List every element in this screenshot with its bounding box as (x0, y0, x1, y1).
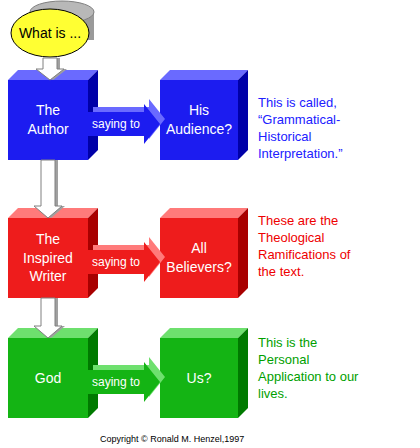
block-arrow-down (34, 160, 62, 218)
process-box: All Believers? (160, 218, 238, 298)
box-side-face (238, 328, 248, 418)
ellipse-shape (11, 9, 89, 57)
connector-group (88, 237, 165, 282)
box-top-face (160, 70, 248, 80)
box-side-face (238, 208, 248, 298)
process-box: Us? (160, 338, 238, 418)
start-ellipse: What is ... (10, 8, 90, 58)
box-top-face (160, 328, 248, 338)
process-box: The Author (8, 80, 88, 160)
node-label: The Author (8, 80, 88, 160)
side-note: This is called, “Grammatical-Historical … (258, 94, 362, 162)
connector-group (34, 160, 65, 218)
node-label: The Inspired Writer (8, 218, 88, 298)
process-box: God (8, 338, 88, 418)
block-arrow (88, 104, 160, 144)
box-top-face (160, 208, 248, 218)
side-note: This is the Personal Application to our … (258, 334, 362, 402)
connector-group (88, 357, 165, 402)
block-arrow (88, 362, 160, 402)
arrow-label: saying to (92, 375, 140, 389)
process-box: His Audience? (160, 80, 238, 160)
connector-group (36, 58, 67, 80)
node-label: All Believers? (160, 218, 238, 298)
box-side-face (238, 70, 248, 160)
block-arrow (88, 242, 160, 282)
node-label: His Audience? (160, 80, 238, 160)
connector-group (88, 99, 165, 144)
block-arrow-down (34, 298, 62, 338)
node-label: What is ... (10, 8, 90, 58)
copyright-note: Copyright © Ronald M. Henzel,1997 (100, 431, 360, 448)
connector-group (34, 298, 65, 338)
node-label: God (8, 338, 88, 418)
arrow-label: saying to (92, 255, 140, 269)
node-label: Us? (160, 338, 238, 418)
side-note: These are the Theological Ramifications … (258, 212, 362, 280)
arrow-label: saying to (92, 117, 140, 131)
process-box: The Inspired Writer (8, 218, 88, 298)
block-arrow-down (36, 58, 64, 80)
